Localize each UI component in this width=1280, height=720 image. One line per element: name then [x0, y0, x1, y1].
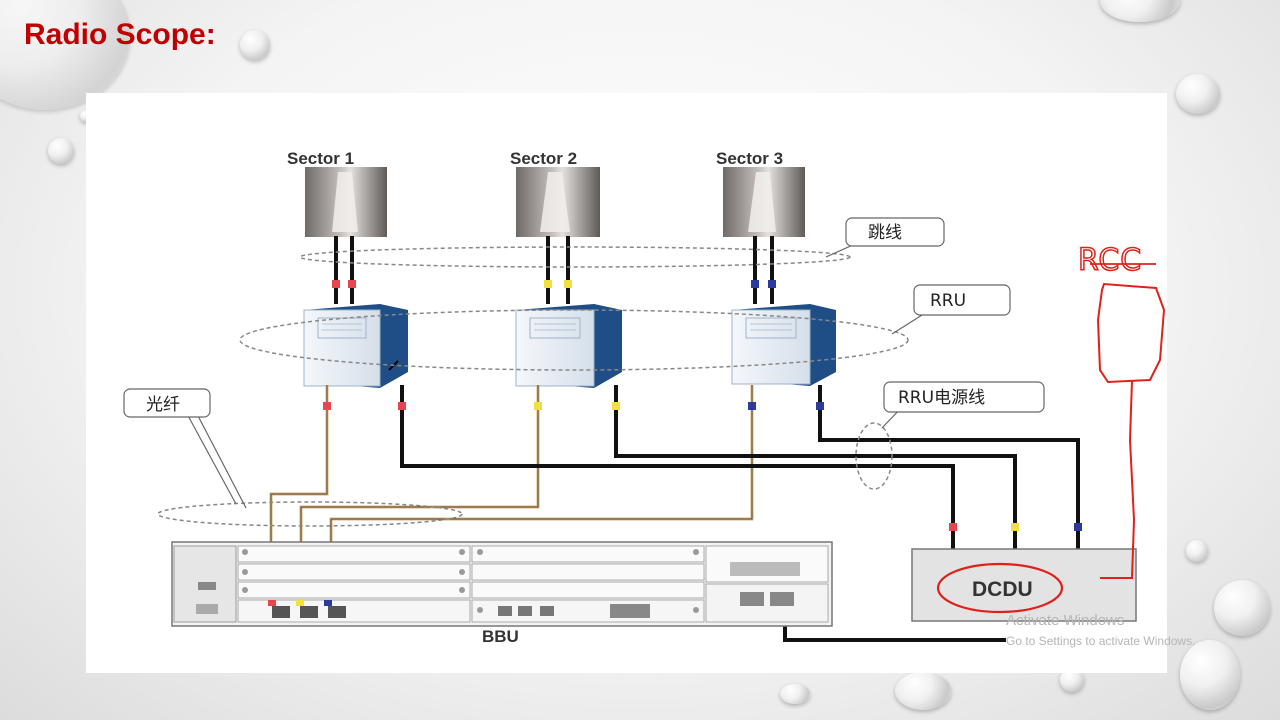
callout-rru-text: RRU: [930, 291, 966, 311]
rru-unit-2: [515, 304, 622, 388]
water-drop: [780, 684, 810, 704]
dcdu-unit: DCDU: [911, 548, 1137, 622]
callout-rru: RRU: [891, 284, 1011, 335]
jumper-connectors: [332, 280, 776, 288]
callout-fiber: 光纤: [123, 388, 247, 509]
water-drop: [240, 30, 270, 60]
water-drop: [48, 138, 74, 164]
water-drop: [1180, 640, 1240, 710]
sector-label-3: Sector 3: [716, 149, 783, 168]
bbu-chassis: [171, 541, 833, 627]
activation-watermark-title: Activate Windows: [1006, 612, 1125, 629]
rru-unit-1: [303, 304, 408, 388]
bbu-label: BBU: [482, 627, 519, 646]
antenna-sector-2: [516, 167, 600, 237]
diagram-panel: Sector 1 Sector 2 Sector 3: [86, 93, 1167, 673]
antenna-sector-1: [305, 167, 387, 237]
antenna-sector-3: [723, 167, 805, 237]
activation-watermark-text: Go to Settings to activate Windows.: [1006, 634, 1196, 648]
sector-label-1: Sector 1: [287, 149, 354, 168]
jumper-group-outline: [299, 246, 851, 268]
water-drop: [1176, 74, 1220, 114]
slide-title: Radio Scope:: [24, 18, 216, 51]
power-group-outline: [855, 422, 893, 490]
water-drop: [1100, 0, 1180, 22]
water-drop: [1186, 540, 1208, 562]
rru-group-outline: [239, 309, 909, 371]
callout-jumper: 跳线: [825, 217, 945, 258]
sector-label-2: Sector 2: [510, 149, 577, 168]
callout-jumper-text: 跳线: [868, 223, 902, 243]
callout-rru-power-text: RRU电源线: [898, 388, 985, 408]
jumper-cables: [334, 236, 774, 304]
callout-fiber-text: 光纤: [146, 395, 180, 415]
cable-markers: [323, 402, 1082, 531]
water-drop: [1214, 580, 1270, 636]
dcdu-label: DCDU: [972, 578, 1033, 601]
water-drop: [895, 672, 951, 710]
fiber-group-outline: [157, 501, 463, 527]
network-diagram: Sector 1 Sector 2 Sector 3: [123, 149, 1137, 646]
callout-rru-power: RRU电源线: [881, 381, 1045, 429]
